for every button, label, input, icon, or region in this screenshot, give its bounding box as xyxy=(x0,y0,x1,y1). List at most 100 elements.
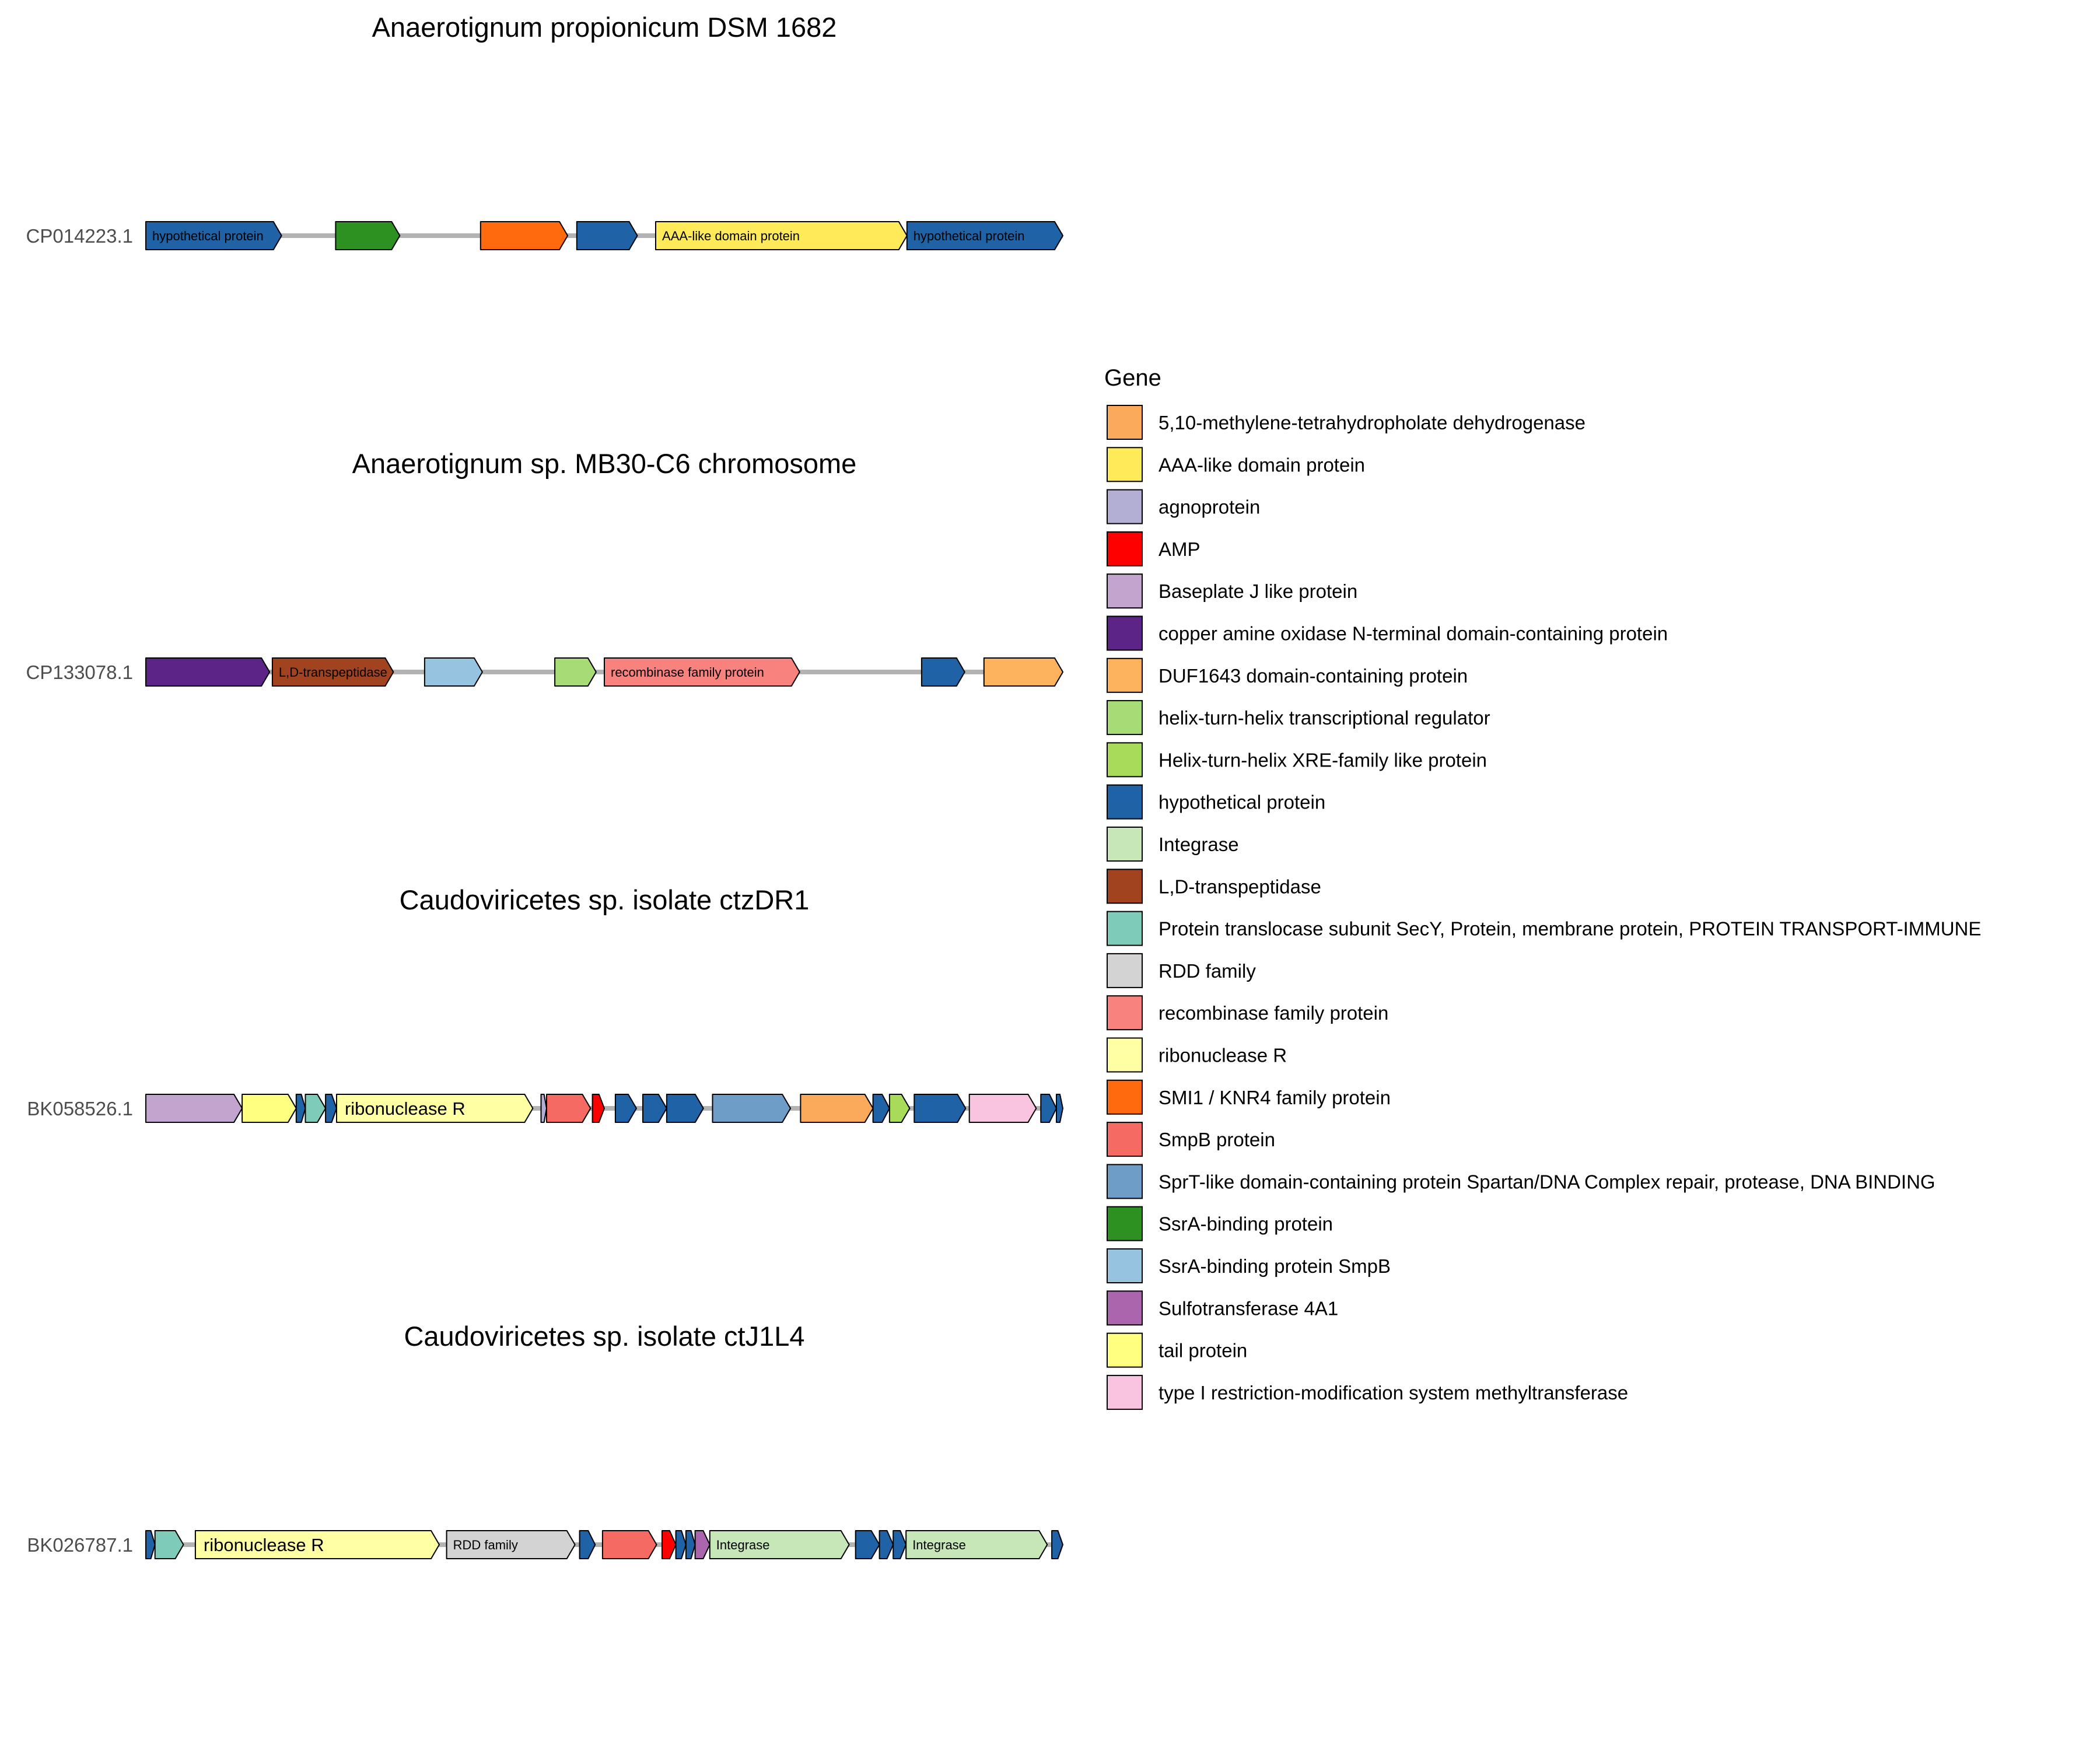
gene-arrow xyxy=(579,1530,596,1559)
legend-item: hypothetical protein xyxy=(1107,784,1325,820)
legend-swatch xyxy=(1107,742,1143,778)
legend-label: AMP xyxy=(1158,538,1200,560)
gene-label: AAA-like domain protein xyxy=(662,229,800,243)
panel-title: Anaerotignum sp. MB30-C6 chromosome xyxy=(352,448,857,479)
gene-arrow xyxy=(694,1530,710,1559)
panel-BK026787.1: Caudoviricetes sp. isolate ctJ1L4BK02678… xyxy=(27,1321,1063,1559)
gene-arrow xyxy=(601,1530,657,1559)
legend-swatch xyxy=(1107,1079,1143,1115)
gene-arrow xyxy=(424,657,483,687)
gene-arrow xyxy=(336,1094,534,1123)
gene-label: ribonuclease R xyxy=(345,1098,466,1119)
gene-arrow xyxy=(604,657,800,687)
gene-arrow xyxy=(914,1094,967,1123)
accession-label: BK058526.1 xyxy=(27,1098,133,1119)
legend-item: Baseplate J like protein xyxy=(1107,573,1357,609)
gene-label: Integrase xyxy=(716,1538,770,1552)
legend-label: Helix-turn-helix XRE-family like protein xyxy=(1158,749,1487,771)
legend-swatch xyxy=(1107,1332,1143,1368)
legend-item: agnoprotein xyxy=(1107,489,1260,524)
gene-arrow xyxy=(554,657,597,687)
gene-arrow xyxy=(921,657,965,687)
gene-arrow xyxy=(1051,1530,1063,1559)
legend-title: Gene xyxy=(1104,365,1161,391)
legend-label: L,D-transpeptidase xyxy=(1158,876,1321,897)
gene-arrow xyxy=(325,1094,337,1123)
gene-arrow xyxy=(154,1530,184,1559)
legend-item: Integrase xyxy=(1107,827,1239,862)
panel-title: Caudoviricetes sp. isolate ctJ1L4 xyxy=(404,1321,804,1352)
legend-items: 5,10-methylene-tetrahydropholate dehydro… xyxy=(1107,405,1981,1410)
legend-item: copper amine oxidase N-terminal domain-c… xyxy=(1107,615,1668,651)
legend-swatch xyxy=(1107,405,1143,440)
legend-item: 5,10-methylene-tetrahydropholate dehydro… xyxy=(1107,405,1586,440)
gene-arrow xyxy=(304,1094,327,1123)
legend-swatch xyxy=(1107,615,1143,651)
gene-arrow xyxy=(983,657,1063,687)
legend-swatch xyxy=(1107,784,1143,820)
legend-swatch xyxy=(1107,657,1143,693)
legend-label: copper amine oxidase N-terminal domain-c… xyxy=(1158,623,1668,645)
panel-CP014223.1: Anaerotignum propionicum DSM 1682CP01422… xyxy=(26,12,1063,250)
legend-swatch xyxy=(1107,869,1143,904)
legend-item: tail protein xyxy=(1107,1332,1247,1368)
legend-item: AAA-like domain protein xyxy=(1107,447,1365,482)
legend-item: RDD family xyxy=(1107,953,1256,988)
legend-label: Protein translocase subunit SecY, Protei… xyxy=(1158,918,1981,940)
legend-swatch xyxy=(1107,827,1143,862)
legend-swatch xyxy=(1107,573,1143,609)
gene-arrow xyxy=(546,1094,592,1123)
legend-label: SprT-like domain-containing protein Spar… xyxy=(1158,1171,1936,1192)
legend-swatch xyxy=(1107,489,1143,524)
legend-label: hypothetical protein xyxy=(1158,792,1325,813)
gene-arrow xyxy=(872,1094,890,1123)
gene-arrow xyxy=(675,1530,687,1559)
legend-label: RDD family xyxy=(1158,960,1256,982)
accession-label: BK026787.1 xyxy=(27,1534,133,1556)
legend-swatch xyxy=(1107,911,1143,946)
gene-arrow xyxy=(145,1530,156,1559)
legend-label: helix-turn-helix transcriptional regulat… xyxy=(1158,707,1490,729)
legend-label: tail protein xyxy=(1158,1340,1247,1362)
panel-BK058526.1: Caudoviricetes sp. isolate ctzDR1BK05852… xyxy=(27,884,1063,1123)
legend-swatch xyxy=(1107,1206,1143,1241)
gene-arrow xyxy=(145,221,282,250)
legend-label: AAA-like domain protein xyxy=(1158,454,1365,475)
gene-label: recombinase family protein xyxy=(611,665,764,680)
legend-label: Sulfotransferase 4A1 xyxy=(1158,1297,1338,1319)
gene-arrow xyxy=(242,1094,297,1123)
gene-arrow xyxy=(614,1094,637,1123)
gene-arrow xyxy=(295,1094,306,1123)
legend-swatch xyxy=(1107,1248,1143,1283)
gene-arrow xyxy=(685,1530,696,1559)
legend-item: recombinase family protein xyxy=(1107,995,1388,1031)
panel-title: Caudoviricetes sp. isolate ctzDR1 xyxy=(400,884,810,915)
gene-label: RDD family xyxy=(453,1538,518,1552)
gene-arrow xyxy=(642,1094,667,1123)
legend-swatch xyxy=(1107,1164,1143,1199)
legend-item: SsrA-binding protein SmpB xyxy=(1107,1248,1391,1283)
legend-swatch xyxy=(1107,995,1143,1031)
legend-swatch xyxy=(1107,700,1143,736)
legend-item: Sulfotransferase 4A1 xyxy=(1107,1290,1338,1326)
legend-item: L,D-transpeptidase xyxy=(1107,869,1321,904)
legend-label: SsrA-binding protein xyxy=(1158,1213,1333,1235)
legend-label: recombinase family protein xyxy=(1158,1002,1388,1024)
gene-arrow xyxy=(855,1530,880,1559)
legend-label: DUF1643 domain-containing protein xyxy=(1158,665,1468,687)
gene-arrow xyxy=(906,221,1063,250)
gene-arrow xyxy=(655,221,908,250)
legend-label: type I restriction-modification system m… xyxy=(1158,1382,1628,1404)
gene-label: L,D-transpeptidase xyxy=(279,665,387,680)
gene-arrow xyxy=(335,221,401,250)
legend-item: SprT-like domain-containing protein Spar… xyxy=(1107,1164,1936,1199)
legend-item: ribonuclease R xyxy=(1107,1037,1287,1073)
gene-label: ribonuclease R xyxy=(204,1535,324,1555)
gene-label: hypothetical protein xyxy=(152,229,264,243)
panel-CP133078.1: Anaerotignum sp. MB30-C6 chromosomeCP133… xyxy=(26,448,1063,687)
legend-swatch xyxy=(1107,1290,1143,1326)
accession-label: CP133078.1 xyxy=(26,662,133,683)
legend-swatch xyxy=(1107,1122,1143,1157)
legend-swatch xyxy=(1107,447,1143,482)
